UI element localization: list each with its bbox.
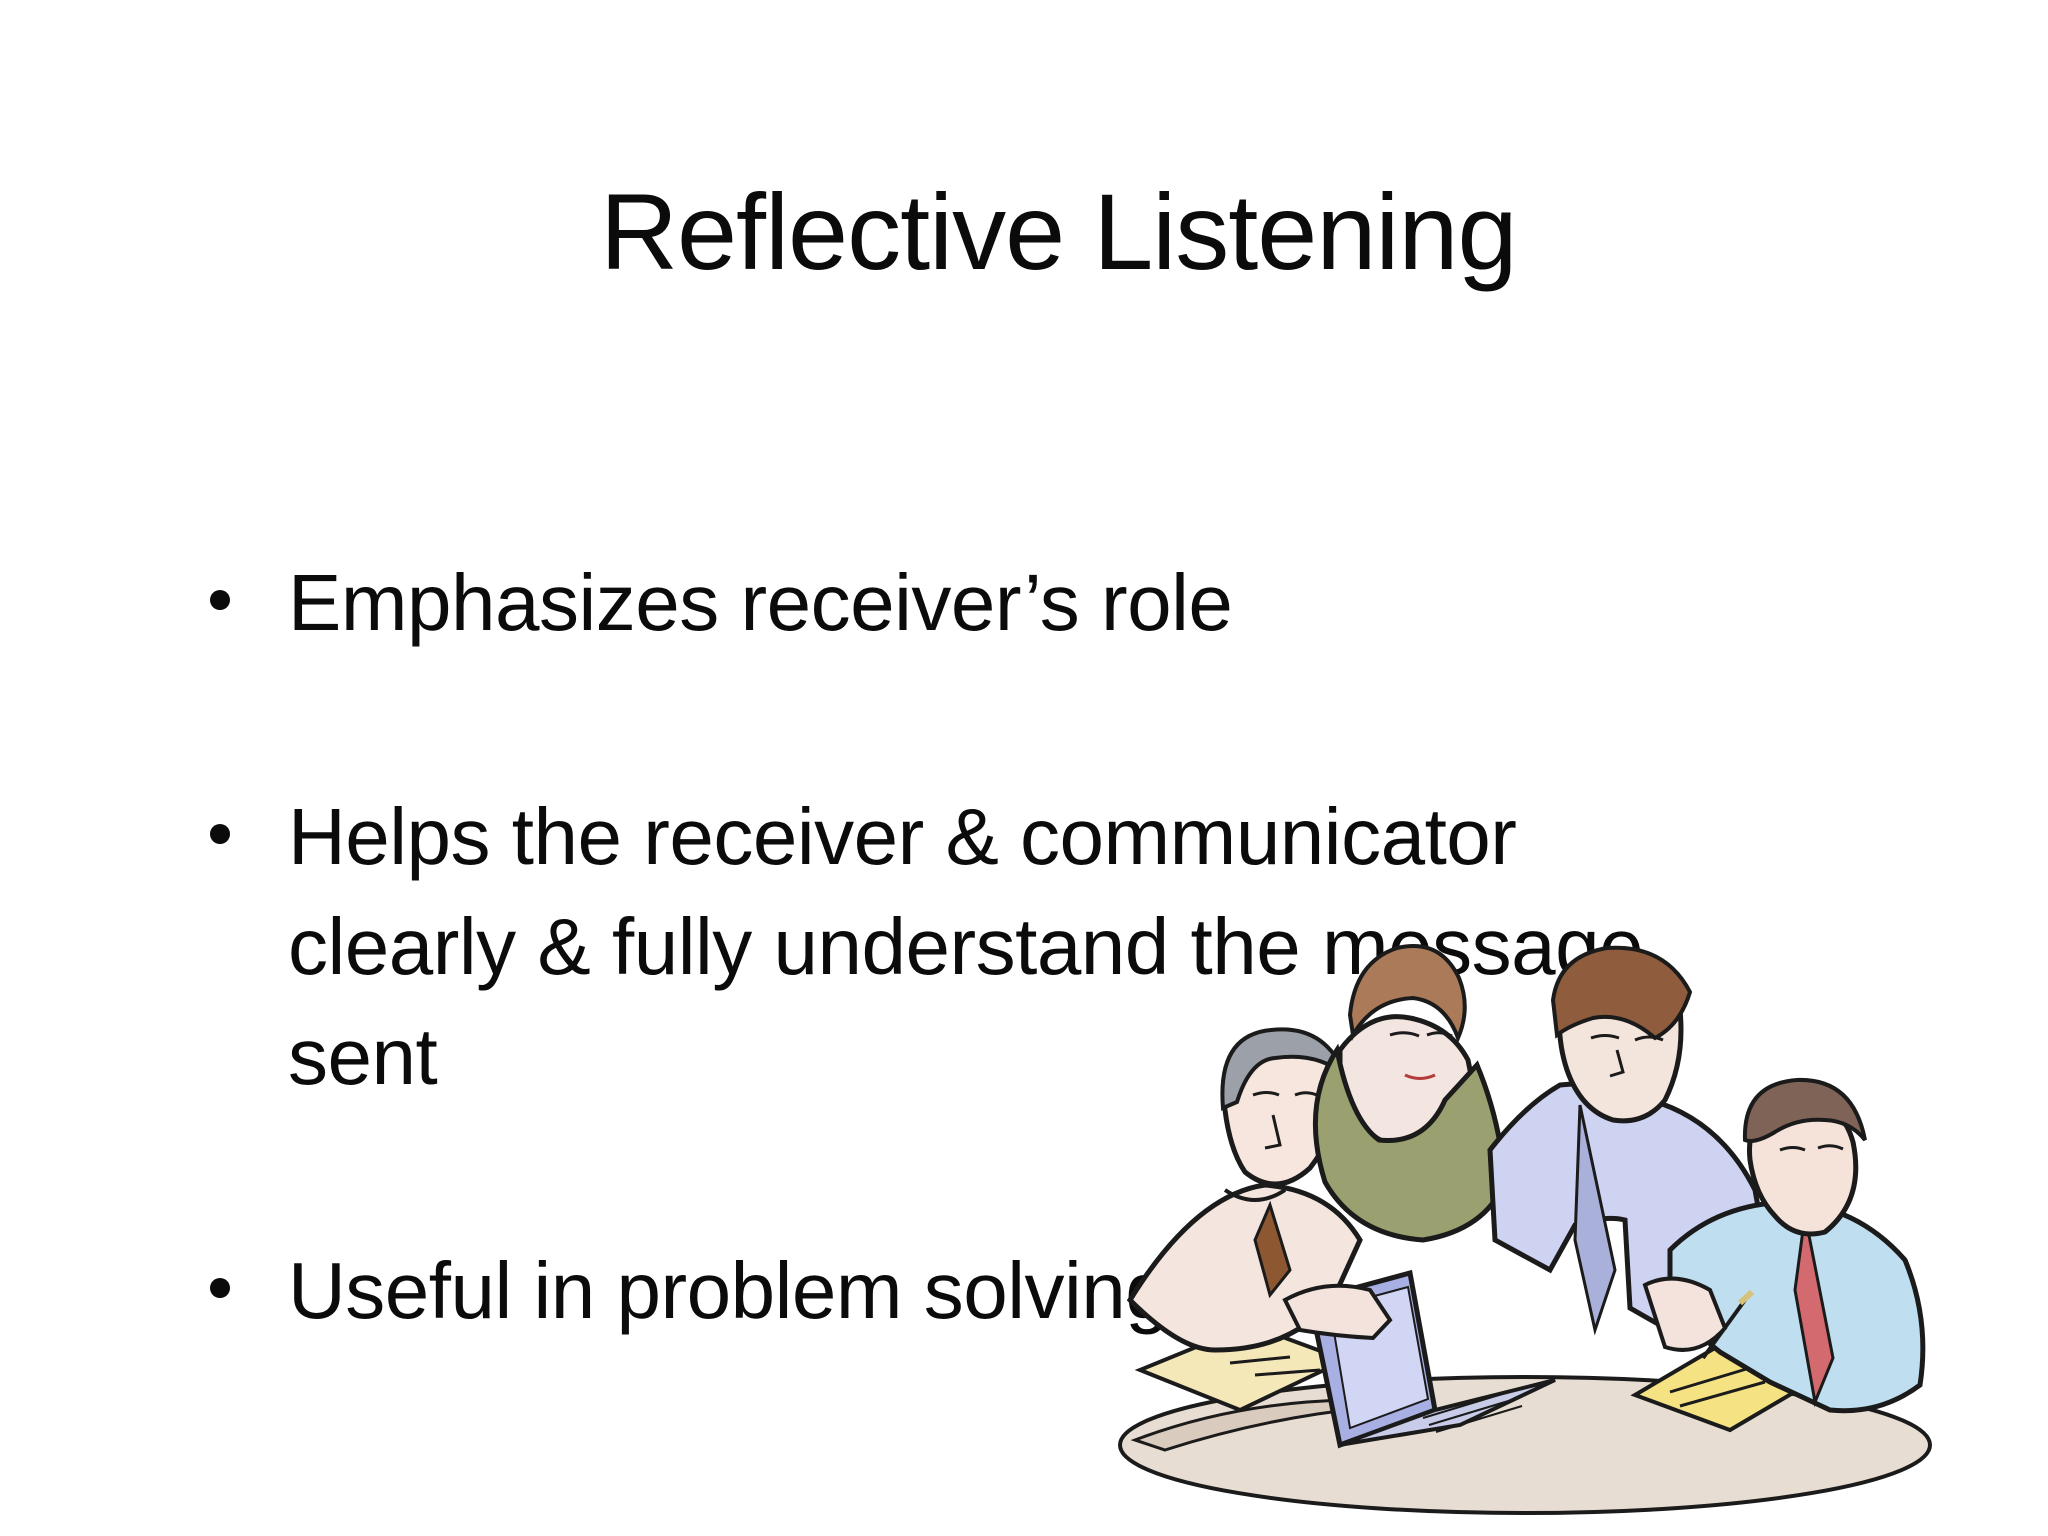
bullet-dot-icon <box>210 1278 230 1298</box>
bullet-dot-icon <box>210 824 230 844</box>
slide-title: Reflective Listening <box>600 171 1518 292</box>
team-meeting-laptop-illustration-icon <box>1118 944 1932 1515</box>
bullet-dot-icon <box>210 590 230 610</box>
bullet-text: Emphasizes receiver’s role <box>288 558 1233 647</box>
bullet-text: Useful in problem solving <box>288 1246 1170 1335</box>
bullet-item: Emphasizes receiver’s role <box>200 548 1760 658</box>
bullet-item: Useful in problem solving <box>200 1236 1760 1346</box>
bullet-list: Emphasizes receiver’s role Helps the rec… <box>200 548 1760 1346</box>
